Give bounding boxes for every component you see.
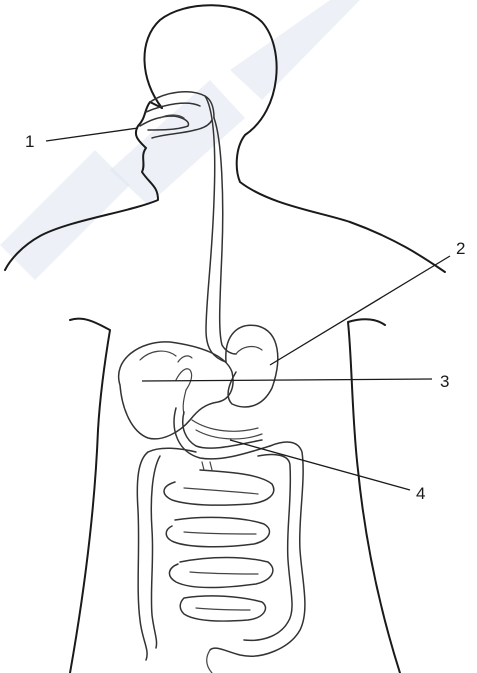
leader-line-1 (46, 128, 138, 141)
leader-line-4 (230, 440, 410, 490)
leader-line-3 (142, 379, 432, 381)
small-intestine (164, 462, 274, 621)
pancreas-duodenum (174, 408, 270, 459)
label-3: 3 (440, 372, 449, 391)
label-1: 1 (25, 132, 34, 151)
label-2: 2 (456, 239, 465, 258)
gallbladder-duct (176, 369, 192, 414)
stomach (226, 325, 278, 407)
label-4: 4 (416, 484, 425, 503)
leader-line-2 (270, 256, 450, 365)
